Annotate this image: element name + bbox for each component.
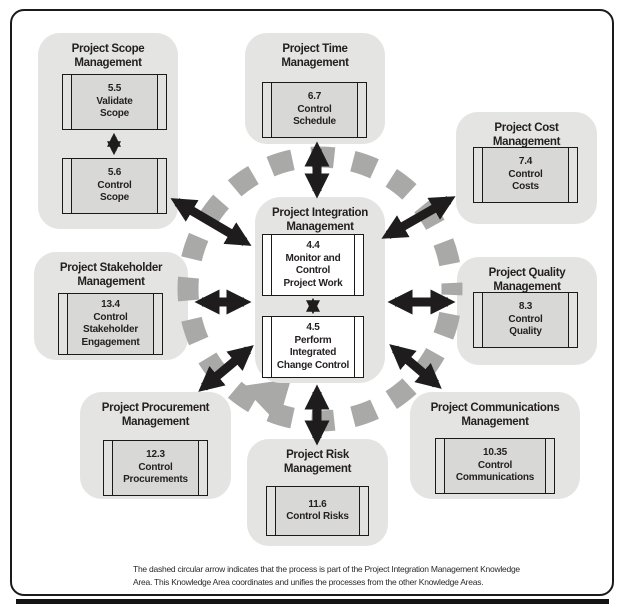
process-number: 13.4 [101, 299, 120, 310]
process-box-control-scope: 5.6 Control Scope [62, 158, 167, 214]
knowledge-area-time: Project Time Management 6.7 Control Sche… [245, 33, 385, 144]
process-box-control-procurements: 12.3 Control Procurements [103, 440, 208, 496]
process-name: Validate Scope [96, 95, 133, 120]
process-box-control-schedule: 6.7 Control Schedule [262, 82, 367, 138]
knowledge-area-scope: Project Scope Management 5.5 Validate Sc… [38, 33, 178, 229]
process-name: Control Stakeholder Engagement [81, 311, 140, 348]
knowledge-area-cost: Project Cost Management 7.4 Control Cost… [456, 112, 597, 224]
knowledge-area-quality: Project Quality Management 8.3 Control Q… [457, 257, 597, 365]
process-name: Control Communications [455, 459, 535, 484]
process-box-control-costs: 7.4 Control Costs [473, 147, 578, 203]
process-number: 4.5 [306, 322, 320, 333]
process-box-monitor-control-project-work: 4.4 Monitor and Control Project Work [262, 234, 364, 296]
knowledge-area-title: Project Communications Management [430, 402, 560, 429]
process-name: Control Procurements [123, 461, 188, 486]
figure-border [10, 9, 614, 596]
knowledge-area-title: Project Stakeholder Management [59, 262, 163, 289]
knowledge-area-title: Project Scope Management [71, 43, 145, 70]
knowledge-area-title: Project Risk Management [283, 449, 352, 476]
process-box-control-communications: 10.35 Control Communications [435, 438, 555, 494]
process-number: 6.7 [307, 91, 322, 103]
process-number: 12.3 [146, 449, 165, 461]
process-number: 4.4 [306, 240, 320, 251]
knowledge-area-stakeholder: Project Stakeholder Management 13.4 Cont… [34, 252, 188, 360]
figure-footnote: The dashed circular arrow indicates that… [133, 564, 520, 587]
knowledge-area-communications: Project Communications Management 10.35 … [410, 392, 580, 499]
process-number: 11.6 [308, 498, 327, 510]
knowledge-area-title: Project Time Management [281, 43, 349, 70]
process-number: 5.6 [107, 167, 122, 179]
process-name: Control Scope [97, 179, 132, 204]
process-box-control-quality: 8.3 Control Quality [473, 292, 578, 348]
process-name: Monitor and Control Project Work [283, 252, 343, 289]
process-number: 10.35 [482, 447, 507, 459]
knowledge-area-risk: Project Risk Management 11.6 Control Ris… [247, 439, 388, 546]
knowledge-area-procurement: Project Procurement Management 12.3 Cont… [80, 392, 231, 499]
knowledge-area-title: Project Quality Management [488, 267, 566, 294]
process-name: Control Schedule [293, 103, 336, 128]
process-number: 7.4 [518, 156, 533, 168]
process-name: Control Quality [508, 313, 543, 338]
process-box-control-risks: 11.6 Control Risks [266, 486, 369, 536]
process-box-perform-integrated-change-control: 4.5 Perform Integrated Change Control [262, 316, 364, 378]
process-name: Control Risks [286, 511, 349, 522]
knowledge-area-title: Project Integration Management [272, 207, 368, 234]
process-number: 5.5 [107, 83, 122, 95]
process-number: 8.3 [518, 301, 533, 313]
process-name: Perform Integrated Change Control [276, 334, 350, 371]
process-name: Control Costs [508, 168, 543, 193]
bottom-divider-bar [16, 599, 609, 604]
process-box-control-stakeholder-engagement: 13.4 Control Stakeholder Engagement [58, 293, 163, 355]
knowledge-area-title: Project Cost Management [492, 122, 561, 149]
process-box-validate-scope: 5.5 Validate Scope [62, 74, 167, 130]
knowledge-area-integration: Project Integration Management 4.4 Monit… [255, 197, 385, 383]
knowledge-area-title: Project Procurement Management [101, 402, 210, 429]
